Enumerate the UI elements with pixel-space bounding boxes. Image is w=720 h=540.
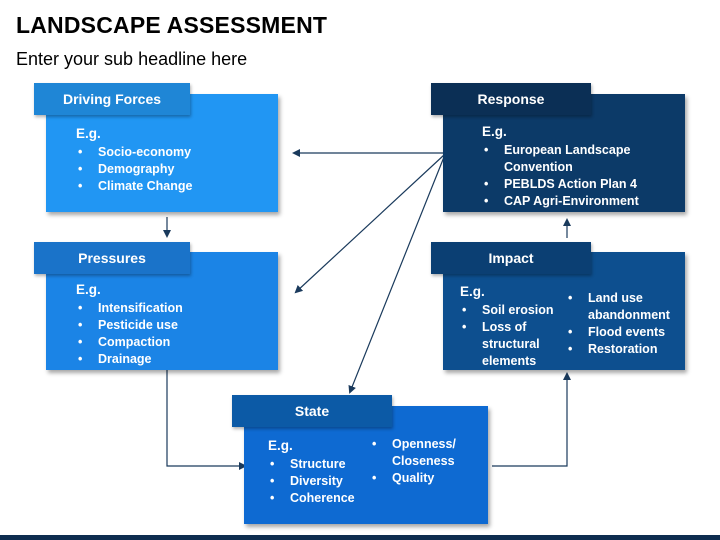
driving-forces-eg: E.g. [76,126,101,141]
arrow-response-to-state [348,156,445,394]
arrow-response-to-pressures [294,154,445,294]
list-item: Drainage [76,351,276,368]
page-subtitle: Enter your sub headline here [16,49,248,69]
arrow-state-to-impact [492,372,571,467]
response-list: European Landscape Convention PEBLDS Act… [482,142,682,210]
list-item: Structure [268,456,370,473]
state-list-left: Structure Diversity Coherence [268,456,370,507]
response-content: E.g. European Landscape Convention PEBLD… [482,124,682,210]
state-content: E.g. Structure Diversity Coherence Openn… [268,436,483,507]
driving-forces-list: Socio-economy Demography Climate Change [76,144,276,195]
list-item: Diversity [268,473,370,490]
list-item: Openness/ Closeness [370,436,480,470]
impact-list-right: Land use abandonment Flood events Restor… [566,290,680,370]
list-item: European Landscape Convention [482,142,682,176]
list-item: Restoration [566,341,680,358]
list-item: Land use abandonment [566,290,680,324]
footer-bar [0,535,720,540]
list-item: PEBLDS Action Plan 4 [482,176,682,193]
state-eg: E.g. [268,438,293,453]
list-item: Pesticide use [76,317,276,334]
impact-eg: E.g. [460,284,485,299]
list-item: Flood events [566,324,680,341]
list-item: Demography [76,161,276,178]
list-item: Soil erosion [460,302,566,319]
pressures-content: E.g. Intensification Pesticide use Compa… [76,282,276,368]
list-item: Coherence [268,490,370,507]
list-item: CAP Agri-Environment [482,193,682,210]
pressures-eg: E.g. [76,282,101,297]
list-item: Intensification [76,300,276,317]
pressures-list: Intensification Pesticide use Compaction… [76,300,276,368]
response-eg: E.g. [482,124,507,139]
pressures-tab: Pressures [34,242,190,274]
page-title: LANDSCAPE ASSESSMENT [16,12,328,38]
list-item: Loss of structural elements [460,319,566,370]
list-item: Climate Change [76,178,276,195]
state-tab: State [232,395,392,427]
list-item: Compaction [76,334,276,351]
list-item: Socio-economy [76,144,276,161]
impact-content: E.g. Soil erosion Loss of structural ele… [460,284,682,370]
impact-list-left: Soil erosion Loss of structural elements [460,302,566,370]
driving-forces-tab: Driving Forces [34,83,190,115]
driving-forces-content: E.g. Socio-economy Demography Climate Ch… [76,126,276,195]
list-item: Quality [370,470,480,487]
state-list-right: Openness/ Closeness Quality [370,436,480,507]
impact-tab: Impact [431,242,591,274]
response-tab: Response [431,83,591,115]
arrow-pressures-to-state [166,367,247,470]
